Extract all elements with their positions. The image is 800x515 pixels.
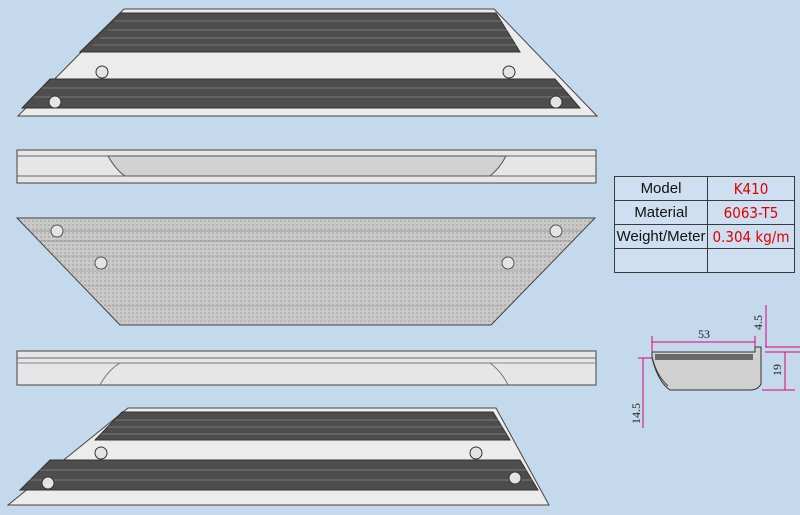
side-view-2 <box>16 350 597 386</box>
spec-value: 0.304 kg/m <box>707 224 795 249</box>
spec-value: K410 <box>707 176 795 201</box>
mounting-hole <box>50 224 64 238</box>
mounting-hole <box>549 224 563 238</box>
mounting-hole <box>508 471 522 485</box>
side-view-1 <box>16 149 597 184</box>
spec-label: Model <box>614 176 708 201</box>
mounting-hole <box>41 476 55 490</box>
mounting-hole <box>95 65 109 79</box>
mounting-hole <box>469 446 483 460</box>
dim-depth: 14.5 <box>629 403 643 424</box>
mounting-hole <box>549 95 563 109</box>
spec-label: Material <box>614 200 708 225</box>
profile-cross-section: 53 4.5 19 14.5 <box>629 305 800 428</box>
dim-width: 53 <box>698 327 710 341</box>
dim-lip-height: 4.5 <box>751 315 765 330</box>
spec-value: 6063-T5 <box>707 200 795 225</box>
mounting-hole <box>94 256 108 270</box>
spec-label <box>614 248 708 273</box>
dim-height: 19 <box>770 364 784 376</box>
mounting-hole <box>501 256 515 270</box>
spec-row-material: Material 6063-T5 <box>614 200 795 225</box>
spec-row-model: Model K410 <box>614 176 795 201</box>
mounting-hole <box>502 65 516 79</box>
perspective-view <box>6 407 550 506</box>
bottom-view-mesh <box>15 217 597 326</box>
spec-row-weight: Weight/Meter 0.304 kg/m <box>614 224 795 249</box>
spec-table: Model K410 Material 6063-T5 Weight/Meter… <box>614 176 795 273</box>
spec-label: Weight/Meter <box>614 224 708 249</box>
spec-row-empty <box>614 248 795 273</box>
spec-value <box>707 248 795 273</box>
mounting-hole <box>94 446 108 460</box>
mounting-hole <box>48 95 62 109</box>
top-view-1 <box>16 8 599 117</box>
